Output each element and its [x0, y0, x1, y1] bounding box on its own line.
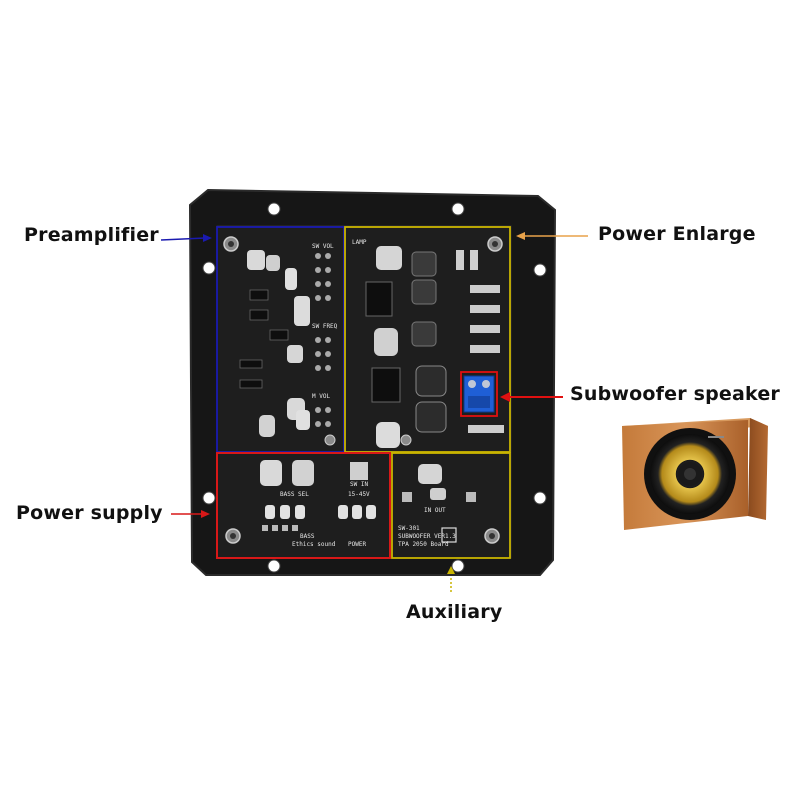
speaker-terminal	[463, 375, 495, 413]
power-enlarge-label: Power Enlarge	[598, 223, 756, 245]
power-supply-region-box	[216, 452, 391, 559]
silk-power: POWER	[348, 541, 366, 548]
silk-sw-301: SW-301	[398, 525, 420, 532]
preamplifier-arrow	[160, 234, 212, 242]
power-supply-components: BASS SEL SW IN 15-45V BASS Ethics sound …	[260, 460, 376, 548]
silk-spec: TPA 2050 Board	[398, 541, 449, 548]
silk-lamp: LAMP	[352, 239, 367, 246]
auxiliary-region-box	[391, 452, 511, 559]
silk-version: SUBWOOFER VER1.3	[398, 533, 456, 540]
auxiliary-label: Auxiliary	[406, 601, 503, 623]
silk-ethics: Ethics sound	[292, 541, 336, 548]
silk-bass-sel: BASS SEL	[280, 491, 309, 498]
power-amp-components: LAMP	[352, 239, 504, 448]
preamp-components: SW FREQ SW VOL M VOL	[239, 243, 338, 437]
auxiliary-components: IN OUT SW-301 SUBWOOFER VER1.3 TPA 2050 …	[398, 464, 476, 548]
pcb-board	[216, 225, 512, 559]
silk-voltage: 15-45V	[348, 491, 370, 498]
power-enlarge-arrow	[516, 232, 588, 240]
power-enlarge-region-box	[344, 226, 511, 453]
auxiliary-arrow	[447, 566, 455, 594]
subwoofer-arrow	[500, 392, 563, 402]
silk-m-vol: M VOL	[312, 393, 330, 400]
power-supply-arrow	[171, 510, 210, 518]
silk-bass: BASS	[300, 533, 315, 540]
subwoofer-cabinet-image	[622, 418, 768, 530]
subwoofer-terminal-box	[460, 371, 498, 417]
silk-sw-vol: SW VOL	[312, 243, 334, 250]
power-supply-label: Power supply	[16, 502, 163, 524]
silk-in-out: IN OUT	[424, 507, 446, 514]
silk-sw-freq: SW FREQ	[312, 323, 338, 330]
subwoofer-speaker-label: Subwoofer speaker	[570, 383, 781, 405]
silk-sw-in: SW IN	[350, 481, 368, 488]
preamplifier-label: Preamplifier	[24, 224, 159, 246]
